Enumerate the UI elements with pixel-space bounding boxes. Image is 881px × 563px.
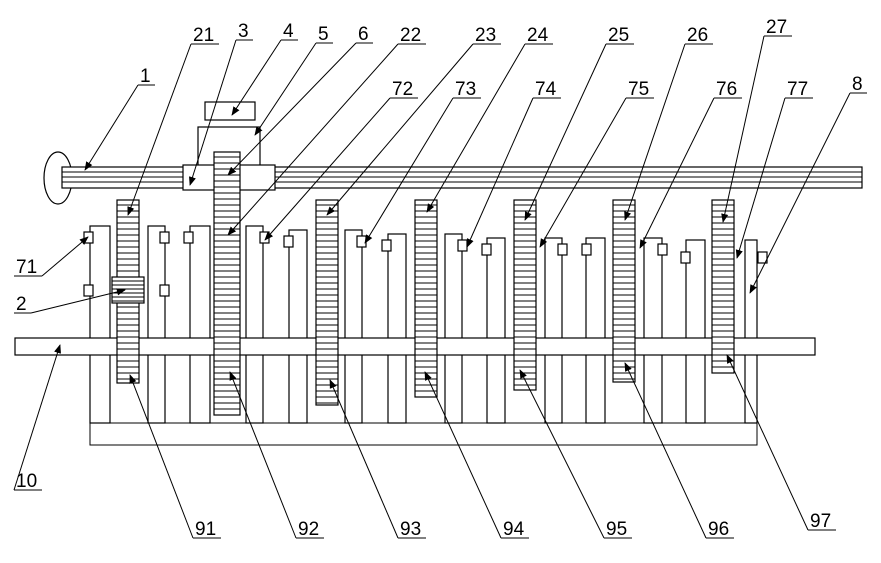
label-24: 24 <box>527 25 549 46</box>
label-94: 94 <box>503 519 525 540</box>
frame-finger <box>544 237 563 424</box>
label-5: 5 <box>318 24 329 45</box>
leader-4 <box>231 39 282 116</box>
bearing-block <box>283 235 294 248</box>
bearing-block <box>159 231 170 244</box>
leader-10 <box>13 344 61 491</box>
label-96: 96 <box>708 519 729 540</box>
frame-finger <box>585 237 606 424</box>
bearing-block <box>757 251 768 264</box>
leader-74 <box>466 97 534 248</box>
leader-1 <box>84 84 139 171</box>
label-72: 72 <box>392 79 413 100</box>
frame-finger <box>89 225 111 424</box>
frame-finger <box>147 225 166 424</box>
label-26: 26 <box>687 25 708 46</box>
label-73: 73 <box>455 79 476 100</box>
leader-25 <box>524 43 607 221</box>
gear <box>315 199 339 406</box>
gear <box>414 199 438 398</box>
motor-box <box>204 101 256 121</box>
frame-finger <box>189 225 211 424</box>
bearing-block <box>481 243 492 256</box>
leader-24 <box>426 43 526 213</box>
leader-lines: 1 21 3 4 5 6 22 23 24 25 26 27 72 73 74 75 76 77 8 71 2 10 91 9… <box>13 17 867 540</box>
label-4: 4 <box>283 21 294 42</box>
frame-finger <box>344 229 363 424</box>
leader-95 <box>519 369 605 539</box>
label-91: 91 <box>195 519 216 540</box>
frame-finger <box>643 237 663 424</box>
bearing-block <box>457 239 468 252</box>
leader-94 <box>424 371 502 539</box>
leader-91 <box>129 374 194 539</box>
leader-75 <box>539 97 627 248</box>
label-92: 92 <box>298 519 319 540</box>
gears <box>111 151 735 416</box>
bearing-block <box>657 243 668 256</box>
gear <box>711 199 735 374</box>
leader-2 <box>30 288 126 314</box>
bearing-block <box>680 251 691 264</box>
leader-23 <box>326 43 474 216</box>
label-1: 1 <box>140 66 151 87</box>
leader-77 <box>735 97 786 259</box>
leader-6 <box>227 42 357 176</box>
leader-76 <box>639 97 715 249</box>
leader-3 <box>189 39 237 186</box>
label-21: 21 <box>193 25 214 46</box>
comb-frame <box>83 225 768 446</box>
bearing-block <box>83 231 94 244</box>
bearing-block <box>356 235 367 248</box>
leader-96 <box>624 362 707 539</box>
bearing-block <box>83 284 94 297</box>
leader-92 <box>229 371 297 539</box>
label-6: 6 <box>358 24 369 45</box>
bearing-block <box>183 231 194 244</box>
label-76: 76 <box>716 79 737 100</box>
bearing-block <box>581 243 592 256</box>
label-22: 22 <box>400 25 421 46</box>
shafts <box>14 101 863 356</box>
frame-finger <box>288 229 308 424</box>
bearing-block <box>381 239 392 252</box>
label-8: 8 <box>852 74 863 95</box>
label-75: 75 <box>628 79 649 100</box>
leader-73 <box>364 97 454 244</box>
label-10: 10 <box>16 471 37 492</box>
label-3: 3 <box>238 21 249 42</box>
label-27: 27 <box>766 17 787 38</box>
frame-finger <box>245 225 264 424</box>
frame-finger <box>685 239 706 424</box>
leader-93 <box>329 379 399 539</box>
label-2: 2 <box>16 294 27 315</box>
label-93: 93 <box>400 519 421 540</box>
leader-22 <box>227 43 399 236</box>
label-23: 23 <box>475 25 496 46</box>
frame-finger <box>387 233 407 424</box>
label-97: 97 <box>810 511 831 532</box>
leader-72 <box>264 97 391 241</box>
label-95: 95 <box>606 519 627 540</box>
label-71: 71 <box>16 257 37 278</box>
leader-8 <box>749 92 851 294</box>
leader-71 <box>41 236 89 277</box>
leader-26 <box>624 43 686 221</box>
leader-27 <box>721 35 765 223</box>
frame-finger <box>444 233 463 424</box>
leader-97 <box>726 354 809 531</box>
label-25: 25 <box>608 25 629 46</box>
leader-5 <box>254 42 317 136</box>
bearing-block <box>159 284 170 297</box>
bearing-block <box>557 243 568 256</box>
label-77: 77 <box>787 79 808 100</box>
leader-21 <box>127 43 192 216</box>
frame-finger <box>486 237 506 424</box>
label-74: 74 <box>535 79 557 100</box>
frame-finger <box>744 239 758 424</box>
